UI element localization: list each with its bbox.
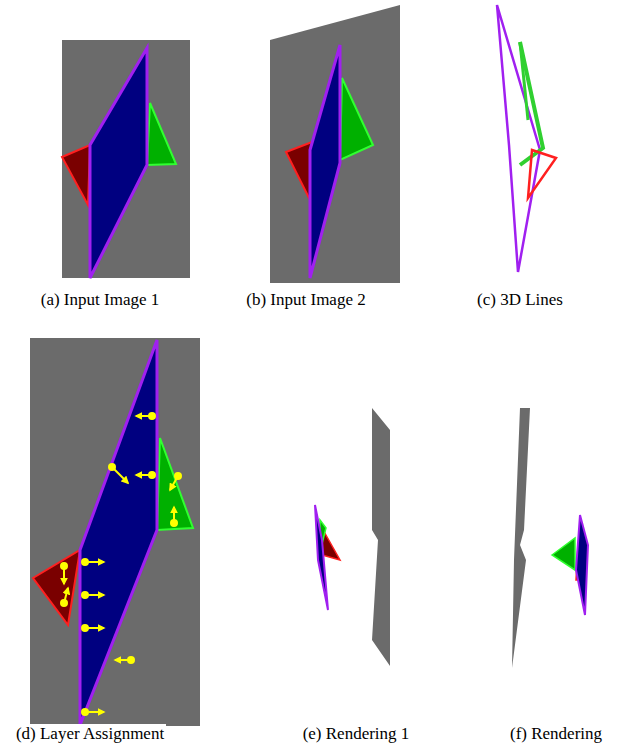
rendering-1 (315, 408, 390, 666)
subfigure-caption: (f) Rendering (508, 724, 604, 744)
layer-assignment (30, 338, 200, 726)
subfigure-caption: (c) 3D Lines (475, 290, 565, 310)
subfigure-caption: (a) Input Image 1 (39, 290, 161, 310)
subfigure-caption: (b) Input Image 2 (244, 290, 367, 310)
subfigure-caption: (d) Layer Assignment (14, 724, 166, 744)
input-image-2 (270, 5, 400, 283)
input-image-1 (62, 40, 190, 278)
subfigure-caption: (e) Rendering 1 (301, 724, 412, 744)
3d-lines (497, 5, 556, 272)
rendering-2 (512, 408, 588, 668)
